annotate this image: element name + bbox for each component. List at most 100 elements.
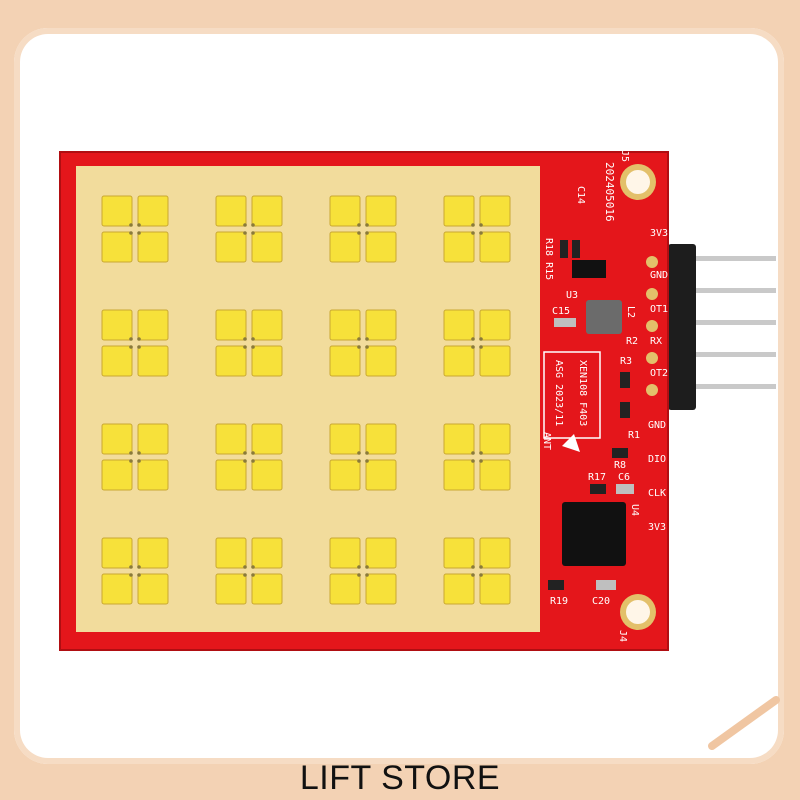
antenna-patch xyxy=(329,309,361,341)
revision-label: ASG 2023/11 xyxy=(553,360,564,426)
antenna-patch xyxy=(251,573,283,605)
feed-via xyxy=(479,345,483,349)
feed-via xyxy=(129,573,133,577)
model-label: XEN108 F403 xyxy=(577,360,588,426)
feed-via xyxy=(251,565,255,569)
antenna-patch xyxy=(365,231,397,263)
antenna-patch xyxy=(215,231,247,263)
feed-via xyxy=(357,573,361,577)
label-r17: R17 xyxy=(588,472,606,483)
antenna-patch xyxy=(479,537,511,569)
feed-via xyxy=(129,231,133,235)
label-u3: U3 xyxy=(566,290,578,301)
label-r2: R2 xyxy=(626,336,638,347)
store-name: LIFT STORE xyxy=(299,759,501,797)
antenna-patch xyxy=(251,459,283,491)
antenna-patch xyxy=(101,231,133,263)
feed-via xyxy=(471,565,475,569)
r3-resistor xyxy=(620,372,630,388)
antenna-patch-cell xyxy=(215,423,283,491)
antenna-patch-cell xyxy=(215,309,283,377)
feed-via xyxy=(357,565,361,569)
antenna-patch xyxy=(443,459,475,491)
feed-via xyxy=(357,459,361,463)
feed-via xyxy=(243,345,247,349)
corner-decoration xyxy=(708,696,780,750)
antenna-patch-cell xyxy=(101,195,169,263)
feed-via xyxy=(129,345,133,349)
antenna-patch xyxy=(365,309,397,341)
r15-resistor xyxy=(572,240,580,258)
feed-via xyxy=(357,223,361,227)
antenna-patch xyxy=(479,231,511,263)
feed-via xyxy=(137,337,141,341)
pin-labels-top: 3V3 GND OT1 RX OT2 xyxy=(650,228,668,379)
feed-via xyxy=(357,345,361,349)
label-c20: C20 xyxy=(592,596,610,607)
antenna-patch xyxy=(479,573,511,605)
label-l2: L2 xyxy=(625,306,636,318)
feed-via xyxy=(357,231,361,235)
antenna-patch xyxy=(479,345,511,377)
pin-label-clk: CLK xyxy=(648,488,666,499)
feed-via xyxy=(479,459,483,463)
label-r3: R3 xyxy=(620,356,632,367)
antenna-patch xyxy=(479,195,511,227)
antenna-patch xyxy=(479,309,511,341)
pin-label-3v3-2: 3V3 xyxy=(648,522,666,533)
feed-via xyxy=(471,573,475,577)
feed-via xyxy=(365,459,369,463)
u4-chip xyxy=(562,502,626,566)
antenna-patch xyxy=(365,345,397,377)
antenna-patch xyxy=(365,537,397,569)
antenna-patch xyxy=(251,231,283,263)
c20-capacitor xyxy=(596,580,616,590)
antenna-patch xyxy=(251,309,283,341)
antenna-patch xyxy=(251,423,283,455)
feed-via xyxy=(129,451,133,455)
antenna-patch-cell xyxy=(443,537,511,605)
antenna-patch xyxy=(365,573,397,605)
c15-capacitor xyxy=(554,318,576,327)
date-code: 202405016 xyxy=(603,162,616,222)
antenna-patch xyxy=(251,537,283,569)
feed-via xyxy=(471,337,475,341)
antenna-patch xyxy=(329,345,361,377)
antenna-patch xyxy=(101,309,133,341)
feed-via xyxy=(479,337,483,341)
pin-labels-bottom: GND DIO CLK 3V3 xyxy=(648,420,666,533)
feed-via xyxy=(365,223,369,227)
feed-via xyxy=(137,573,141,577)
antenna-patch xyxy=(479,423,511,455)
antenna-patch xyxy=(479,459,511,491)
pin-label-gnd-2: GND xyxy=(648,420,666,431)
pin-label-rx: RX xyxy=(650,336,662,347)
antenna-patch-cell xyxy=(215,537,283,605)
antenna-patch xyxy=(137,231,169,263)
label-c15: C15 xyxy=(552,306,570,317)
feed-via xyxy=(479,573,483,577)
antenna-patch xyxy=(101,573,133,605)
label-r18r15: R18 R15 xyxy=(543,238,554,280)
antenna-patch xyxy=(251,345,283,377)
feed-via xyxy=(243,223,247,227)
antenna-patch-array xyxy=(101,195,511,605)
antenna-patch xyxy=(329,231,361,263)
r8-resistor xyxy=(612,448,628,458)
antenna-patch xyxy=(443,231,475,263)
antenna-patch xyxy=(215,309,247,341)
feed-via xyxy=(251,459,255,463)
feed-via xyxy=(243,337,247,341)
r1-resistor xyxy=(620,402,630,418)
feed-via xyxy=(471,451,475,455)
r17-resistor xyxy=(590,484,606,494)
feed-via xyxy=(137,451,141,455)
pin-label-dio: DIO xyxy=(648,454,666,465)
antenna-patch xyxy=(137,459,169,491)
feed-via xyxy=(243,565,247,569)
antenna-patch xyxy=(329,459,361,491)
c6-capacitor xyxy=(616,484,634,494)
antenna-patch xyxy=(443,309,475,341)
label-c6: C6 xyxy=(618,472,630,483)
